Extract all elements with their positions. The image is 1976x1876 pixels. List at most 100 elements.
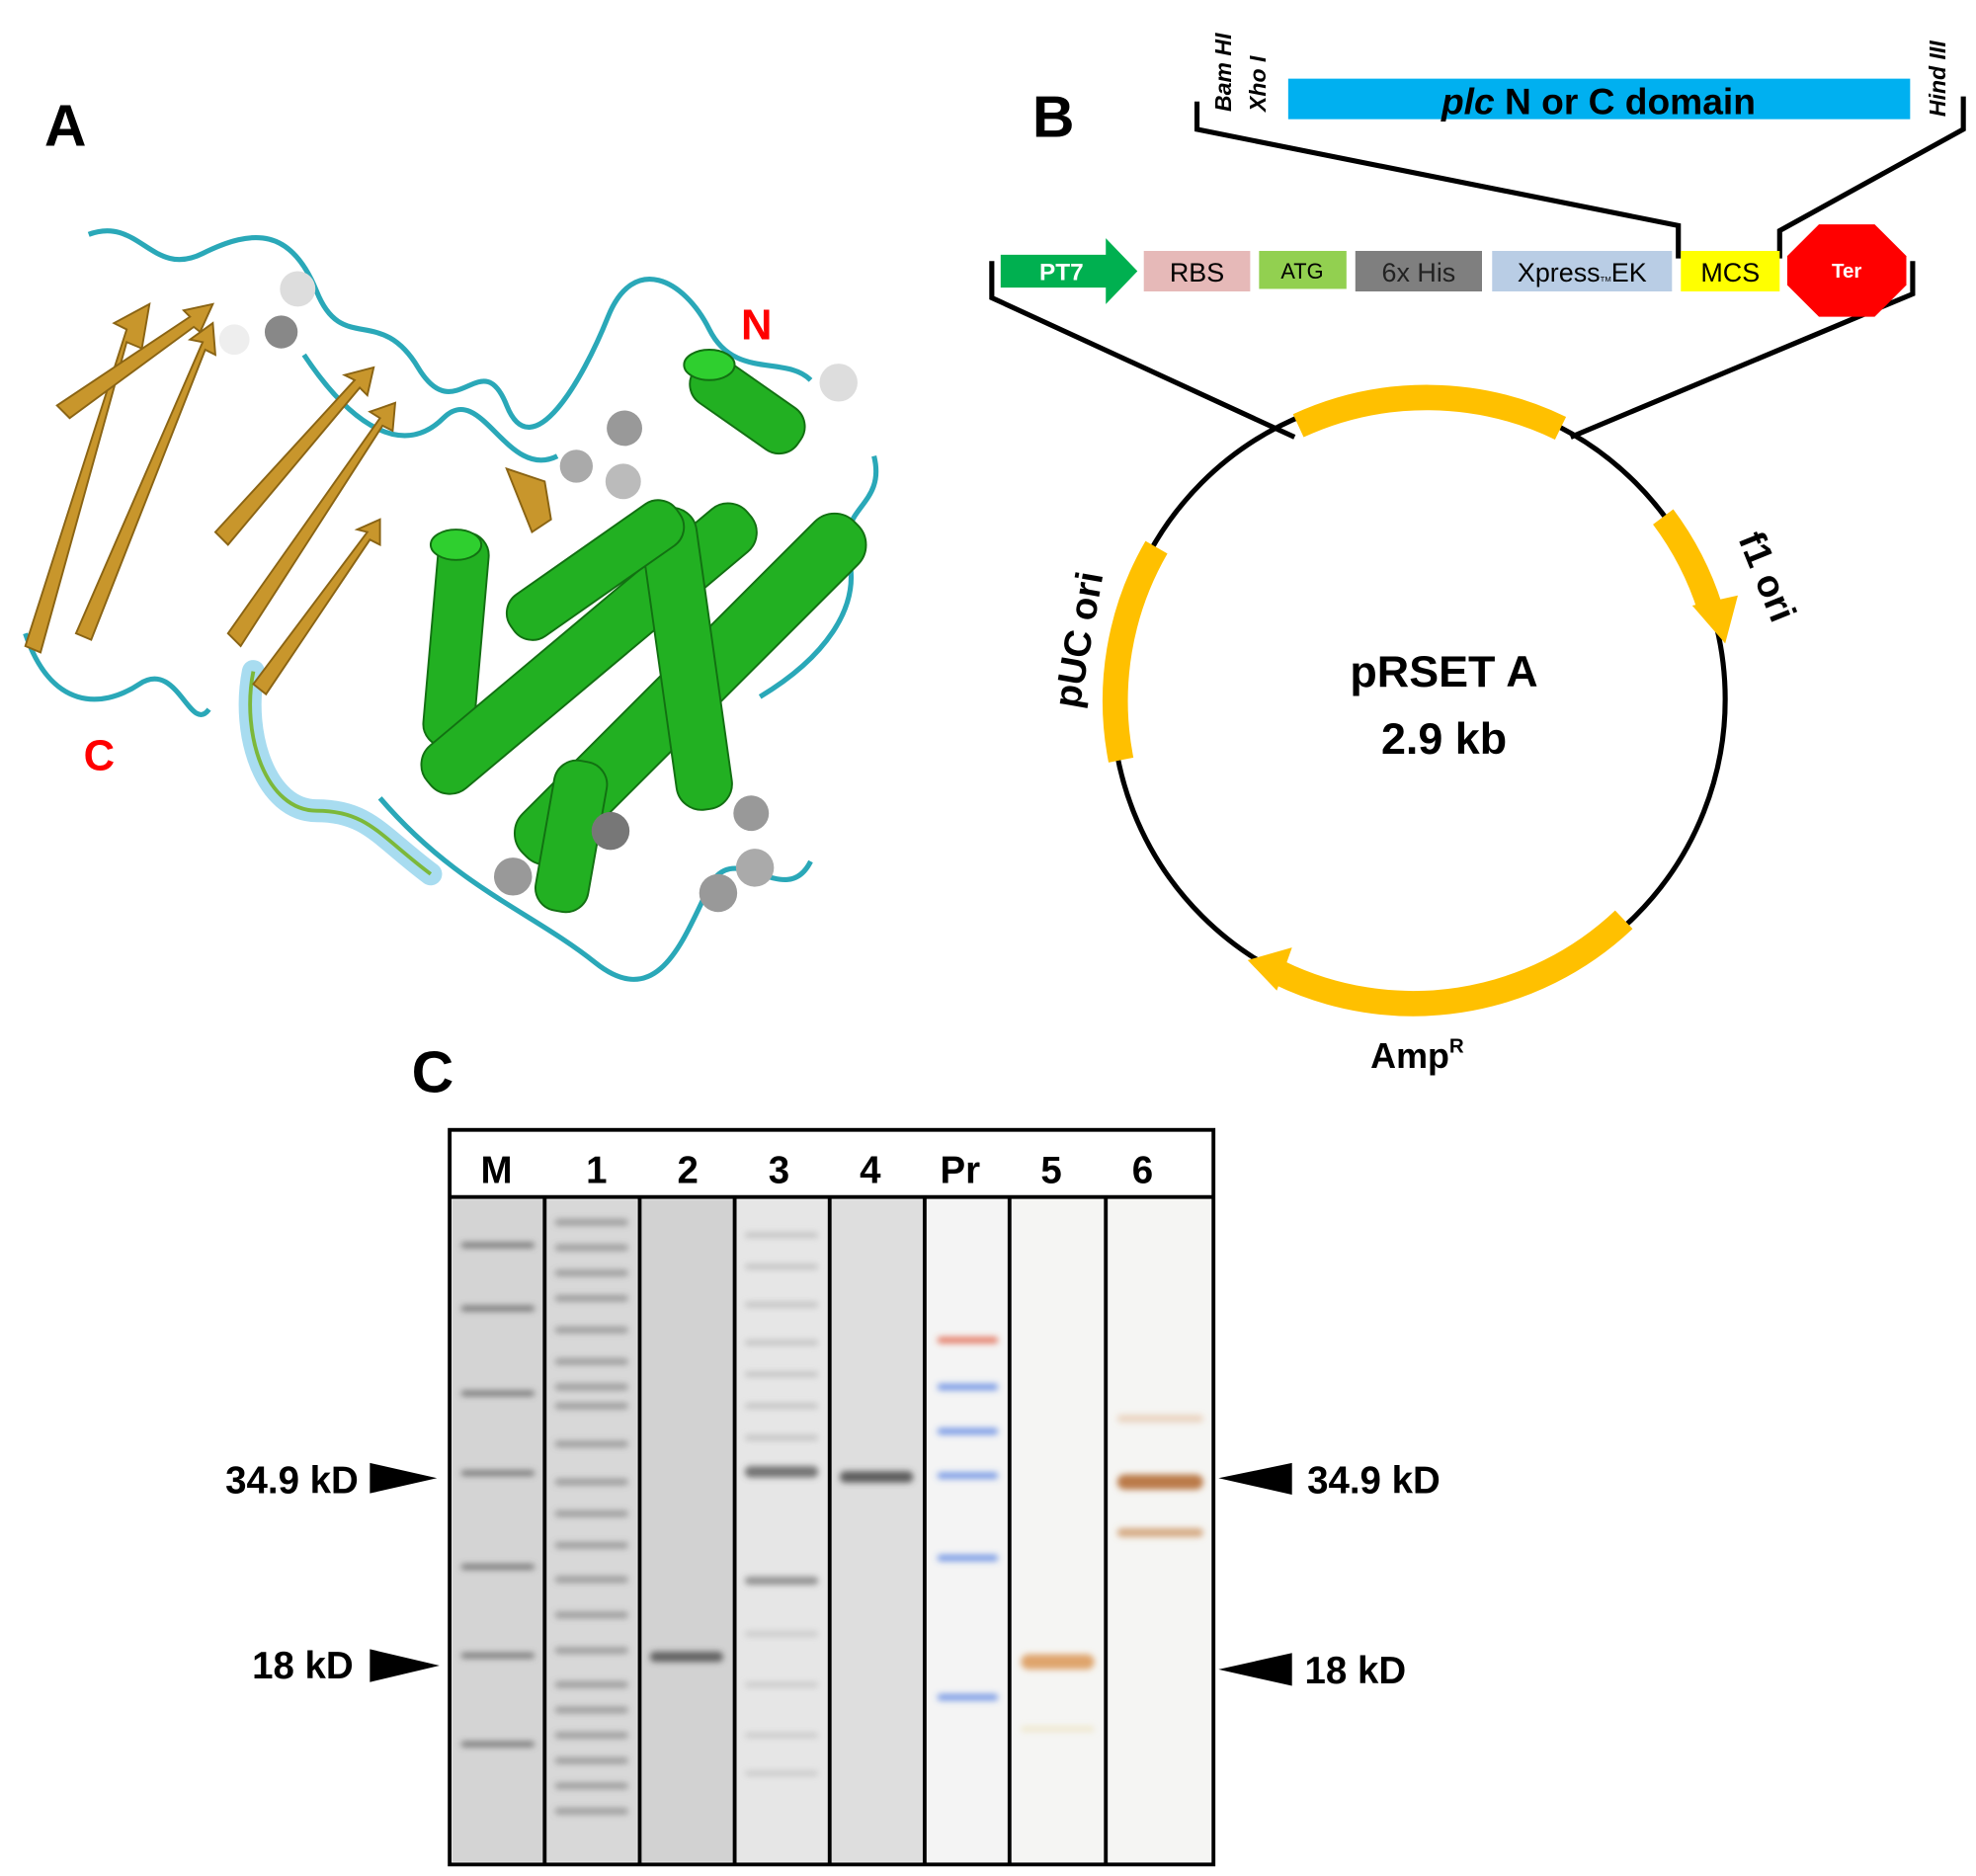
puc-ori-label: pUC ori [1046, 568, 1112, 710]
plasmid-map: pRSET A 2.9 kb f1 ori pUC ori AmpR [1046, 384, 1804, 1076]
gel-band [744, 1631, 819, 1637]
gel-bands [460, 1219, 1203, 1815]
marker-right-34kd: 34.9 kD [1307, 1460, 1441, 1503]
gel-band [937, 1554, 999, 1562]
marker-right-18kd-arrow [1218, 1653, 1292, 1686]
gel-band [1116, 1527, 1203, 1537]
marker-left-18kd: 18 kD [252, 1645, 354, 1687]
loops [23, 228, 879, 982]
expression-cassette: PT7 RBS ATG 6x His XpressTMEK MCS Ter [989, 224, 1916, 440]
gel-band [460, 1305, 535, 1312]
ampr-label: AmpR [1370, 1035, 1464, 1076]
gel-band [554, 1681, 628, 1688]
pt7-label: PT7 [1039, 259, 1084, 285]
atg-box [1259, 250, 1347, 289]
mcs-label: MCS [1700, 258, 1760, 287]
gel-band [554, 1647, 628, 1654]
lane-label-3: 3 [769, 1150, 789, 1192]
plasmid-size: 2.9 kb [1381, 713, 1507, 764]
lane-label-pr: Pr [940, 1150, 980, 1192]
ampr-arrowhead [1247, 947, 1292, 991]
gel-band [744, 1340, 819, 1346]
mcs-box [1681, 250, 1780, 292]
gel-band [744, 1770, 819, 1776]
rbs-label: RBS [1170, 258, 1224, 287]
gel-band [554, 1269, 628, 1276]
gel-band [744, 1681, 819, 1687]
gel-band [744, 1434, 819, 1440]
marker-left-18kd-arrow [370, 1649, 440, 1682]
protein-structure: N C [23, 228, 879, 982]
gel-band [744, 1466, 819, 1478]
gel-band [460, 1653, 535, 1659]
f1-ori-label: f1 ori [1730, 526, 1804, 627]
ampr-arc [1274, 910, 1633, 1017]
plasmid-name: pRSET A [1350, 646, 1537, 696]
lane-labels: M 1 2 3 4 Pr 5 6 [481, 1150, 1154, 1192]
gel-panel: M 1 2 3 4 Pr 5 6 34.9 kD 18 kD 34.9 kD 1… [225, 1127, 1441, 1867]
gel-band [554, 1782, 628, 1790]
site-bamhi: Bam HI [1210, 33, 1236, 112]
gel-band [937, 1427, 999, 1435]
gel-band [554, 1509, 628, 1517]
gel-band [744, 1264, 819, 1269]
lane-label-m: M [481, 1150, 513, 1192]
n-terminus-label: N [741, 302, 772, 350]
his-tag-label: 6x His [1382, 258, 1456, 287]
gel-band [1116, 1415, 1203, 1423]
gel-band [554, 1478, 628, 1486]
plasmid-backbone [1110, 390, 1728, 1009]
lane-label-2: 2 [677, 1150, 698, 1192]
insert-construct: plc N or C domain Bam HI Xho I Hind III [1194, 33, 1966, 259]
marker-left-34kd-arrow [370, 1462, 438, 1494]
gel-band [937, 1472, 999, 1479]
gel-band [937, 1337, 999, 1344]
lane-label-5: 5 [1040, 1150, 1061, 1192]
gel-band [554, 1403, 628, 1410]
panel-label-c: C [412, 1040, 454, 1104]
beta-sheets [24, 302, 552, 696]
gel-band [460, 1470, 535, 1476]
gel-band [460, 1564, 535, 1570]
gel-band [1021, 1726, 1095, 1732]
puc-ori-arc [1102, 540, 1168, 763]
xpress-ek-box [1492, 250, 1673, 292]
ions [218, 271, 858, 913]
gel-band [649, 1651, 724, 1663]
gel-band [554, 1219, 628, 1226]
gel-band [1116, 1474, 1203, 1490]
gel-band [554, 1327, 628, 1334]
panel-label-a: A [44, 95, 87, 159]
insert-label: plc N or C domain [1441, 81, 1756, 122]
gel-band [840, 1471, 914, 1483]
gel-band [554, 1611, 628, 1618]
atg-label: ATG [1280, 259, 1323, 284]
f1-ori-arrowhead [1691, 595, 1738, 644]
terminator-octagon [1786, 224, 1907, 317]
c-terminus-label: C [84, 733, 115, 780]
gel-band [554, 1440, 628, 1447]
gel-band [460, 1741, 535, 1748]
gel-band [460, 1390, 535, 1396]
rbs-box [1143, 250, 1251, 292]
gel-band [554, 1244, 628, 1252]
gel-band [744, 1732, 819, 1739]
gel-band [554, 1706, 628, 1714]
lane-backgrounds [452, 1199, 1211, 1862]
marker-right-18kd: 18 kD [1305, 1650, 1407, 1692]
marker-left-34kd: 34.9 kD [225, 1460, 359, 1503]
gel-band [744, 1403, 819, 1409]
gel-band [554, 1358, 628, 1365]
gel-band [554, 1542, 628, 1549]
gel-band [744, 1577, 819, 1585]
gel-band [554, 1756, 628, 1764]
gel-band [554, 1732, 628, 1739]
panel-label-b: B [1032, 86, 1075, 150]
gel-band [744, 1232, 819, 1238]
lane-label-4: 4 [860, 1150, 881, 1192]
cloning-region-arc [1292, 384, 1567, 441]
gel-band [554, 1383, 628, 1391]
marker-right-34kd-arrow [1218, 1462, 1292, 1495]
terminator-label: Ter [1832, 260, 1861, 283]
